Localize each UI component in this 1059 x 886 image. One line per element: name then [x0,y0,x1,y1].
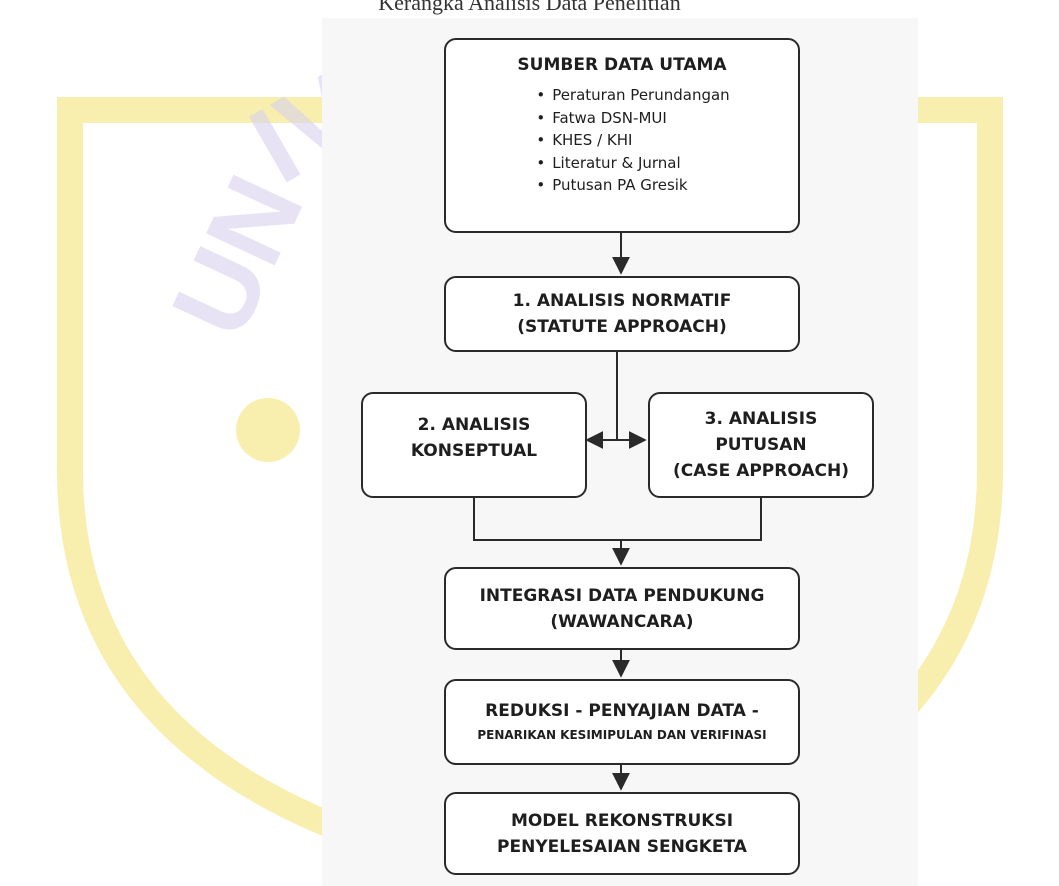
list-item: Fatwa DSN-MUI [536,107,729,130]
conceptual-analysis-box: 2. ANALISIS KONSEPTUAL [361,392,587,498]
verdict-analysis-subtitle: PUTUSAN [715,435,807,455]
integration-title: INTEGRASI DATA PENDUKUNG [479,585,765,606]
source-data-box: SUMBER DATA UTAMA Peraturan Perundangan … [444,38,800,233]
verdict-analysis-box: 3. ANALISIS PUTUSAN (CASE APPROACH) [648,392,874,498]
reduction-subtitle: PENARIKAN KESIMIPULAN DAN VERIFINASI [477,728,767,742]
connector-branches-merge [473,498,762,541]
source-data-title: SUMBER DATA UTAMA [517,55,727,75]
list-item: Literatur & Jurnal [536,152,729,175]
reduction-title: REDUKSI - PENYAJIAN DATA - [485,701,759,721]
conceptual-analysis-title: 2. ANALISIS [417,415,531,435]
model-subtitle: PENYELESAIAN SENGKETA [497,836,747,857]
list-item: KHES / KHI [536,129,729,152]
model-title: MODEL REKONSTRUKSI [510,810,734,831]
normative-analysis-title: 1. ANALISIS NORMATIF [512,291,732,311]
conceptual-analysis-subtitle: KONSEPTUAL [410,441,538,461]
verdict-analysis-title: 3. ANALISIS [704,409,818,429]
integration-box: INTEGRASI DATA PENDUKUNG (WAWANCARA) [444,567,800,650]
page-header-caption: Kerangka Analisis Data Penelitian [378,0,681,15]
source-data-list: Peraturan Perundangan Fatwa DSN-MUI KHES… [514,84,729,197]
verdict-analysis-approach: (CASE APPROACH) [673,461,849,481]
normative-analysis-subtitle: (STATUTE APPROACH) [517,317,727,337]
integration-subtitle: (WAWANCARA) [550,611,694,632]
reduction-box: REDUKSI - PENYAJIAN DATA - PENARIKAN KES… [444,679,800,765]
list-item: Peraturan Perundangan [536,84,729,107]
model-box: MODEL REKONSTRUKSI PENYELESAIAN SENGKETA [444,792,800,875]
normative-analysis-box: 1. ANALISIS NORMATIF (STATUTE APPROACH) [444,276,800,352]
list-item: Putusan PA Gresik [536,174,729,197]
